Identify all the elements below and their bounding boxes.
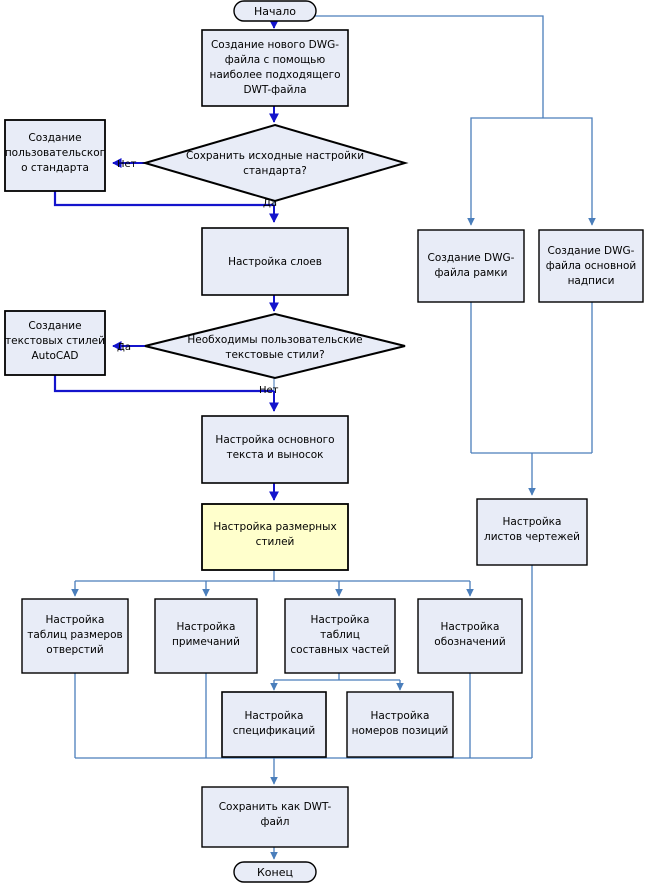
terminator-start-label: Начало: [254, 5, 296, 18]
decision-keep-standard-line-0: Сохранить исходные настройки: [186, 150, 364, 162]
decision-custom-text-styles: Необходимы пользовательские текстовые ст…: [144, 312, 406, 380]
node-text-styles: Создание текстовых стилей AutoCAD: [4, 310, 106, 376]
edge-label-no-2: Нет: [259, 385, 279, 396]
node-title-block-dwg: Создание DWG- файла основной надписи: [538, 229, 644, 303]
node-dimension-styles-line-0: Настройка размерных: [213, 521, 336, 533]
node-user-standard-line-2: о стандарта: [21, 162, 89, 174]
node-user-standard: Создание пользовательског о стандарта: [4, 119, 106, 192]
node-part-tables: Настройка таблиц составных частей: [284, 598, 396, 674]
node-title-block-dwg-line-1: файла основной: [546, 260, 637, 272]
node-part-tables-line-2: составных частей: [290, 644, 389, 656]
node-main-text-line-1: текста и выносок: [226, 449, 323, 461]
node-specifications-line-1: спецификаций: [233, 725, 315, 737]
node-layers-line-0: Настройка слоев: [228, 256, 322, 268]
node-main-text-line-0: Настройка основного: [215, 434, 334, 446]
node-specifications-line-0: Настройка: [245, 710, 304, 722]
node-text-styles-line-0: Создание: [28, 320, 81, 332]
edge-start-to-right-branch: [274, 15, 544, 118]
node-hole-tables: Настройка таблиц размеров отверстий: [21, 598, 129, 674]
node-save-dwt-line-1: файл: [261, 816, 290, 828]
terminator-start: Начало: [233, 0, 317, 22]
node-create-dwg-line-3: DWT-файла: [243, 84, 306, 96]
node-dimension-styles-line-1: стилей: [256, 536, 295, 548]
node-hole-tables-line-1: таблиц размеров: [27, 629, 122, 641]
node-create-dwg: Создание нового DWG- файла с помощью наи…: [201, 29, 349, 107]
terminator-end: Конец: [233, 861, 317, 883]
node-symbols: Настройка обозначений: [417, 598, 523, 674]
node-create-dwg-line-0: Создание нового DWG-: [211, 39, 339, 51]
edge-right-split-left: [467, 117, 543, 226]
node-main-text: Настройка основного текста и выносок: [201, 415, 349, 484]
node-frame-dwg-line-1: файла рамки: [435, 267, 508, 279]
node-save-dwt: Сохранить как DWT- файл: [201, 786, 349, 848]
node-frame-dwg: Создание DWG- файла рамки: [417, 229, 525, 303]
node-notes-line-0: Настройка: [177, 621, 236, 633]
node-user-standard-line-0: Создание: [28, 132, 81, 144]
node-specifications: Настройка спецификаций: [221, 691, 327, 758]
node-sheets-line-1: листов чертежей: [484, 531, 580, 543]
node-sheets: Настройка листов чертежей: [476, 498, 588, 566]
node-balloon-numbers-line-1: номеров позиций: [352, 725, 449, 737]
node-notes: Настройка примечаний: [154, 598, 258, 674]
edge-right-split-right: [543, 117, 596, 226]
edge-text-styles-return: [53, 375, 274, 393]
decision-custom-text-styles-line-0: Необходимы пользовательские: [187, 334, 362, 346]
edge-label-no-1: Нет: [117, 159, 137, 170]
node-create-dwg-line-2: наиболее подходящего: [209, 69, 340, 81]
edge-user-standard-return: [53, 191, 274, 207]
decision-keep-standard: Сохранить исходные настройки стандарта?: [141, 123, 409, 203]
connectors: [53, 15, 596, 860]
node-text-styles-line-1: текстовых стилей: [5, 335, 105, 347]
edge-label-yes-1: Да: [263, 198, 277, 209]
node-text-styles-line-2: AutoCAD: [32, 350, 79, 362]
node-balloon-numbers-line-0: Настройка: [371, 710, 430, 722]
node-hole-tables-line-0: Настройка: [46, 614, 105, 626]
node-frame-dwg-line-0: Создание DWG-: [428, 252, 515, 264]
node-sheets-line-0: Настройка: [503, 516, 562, 528]
node-create-dwg-line-1: файла с помощью: [225, 54, 326, 66]
node-part-tables-line-0: Настройка: [311, 614, 370, 626]
node-balloon-numbers: Настройка номеров позиций: [346, 691, 454, 758]
node-title-block-dwg-line-2: надписи: [568, 275, 615, 287]
node-symbols-line-0: Настройка: [441, 621, 500, 633]
node-symbols-line-1: обозначений: [434, 636, 505, 648]
node-save-dwt-line-0: Сохранить как DWT-: [219, 801, 332, 813]
node-user-standard-line-1: пользовательског: [5, 147, 105, 159]
node-dimension-styles: Настройка размерных стилей: [201, 503, 349, 571]
node-layers: Настройка слоев: [201, 227, 349, 296]
terminator-end-label: Конец: [257, 866, 293, 879]
node-title-block-dwg-line-0: Создание DWG-: [548, 245, 635, 257]
node-part-tables-line-1: таблиц: [320, 629, 360, 641]
node-hole-tables-line-2: отверстий: [46, 644, 103, 656]
decision-keep-standard-line-1: стандарта?: [243, 165, 307, 177]
decision-custom-text-styles-line-1: текстовые стили?: [225, 349, 324, 361]
node-notes-line-1: примечаний: [172, 636, 240, 648]
edge-label-yes-2: Да: [117, 342, 131, 353]
